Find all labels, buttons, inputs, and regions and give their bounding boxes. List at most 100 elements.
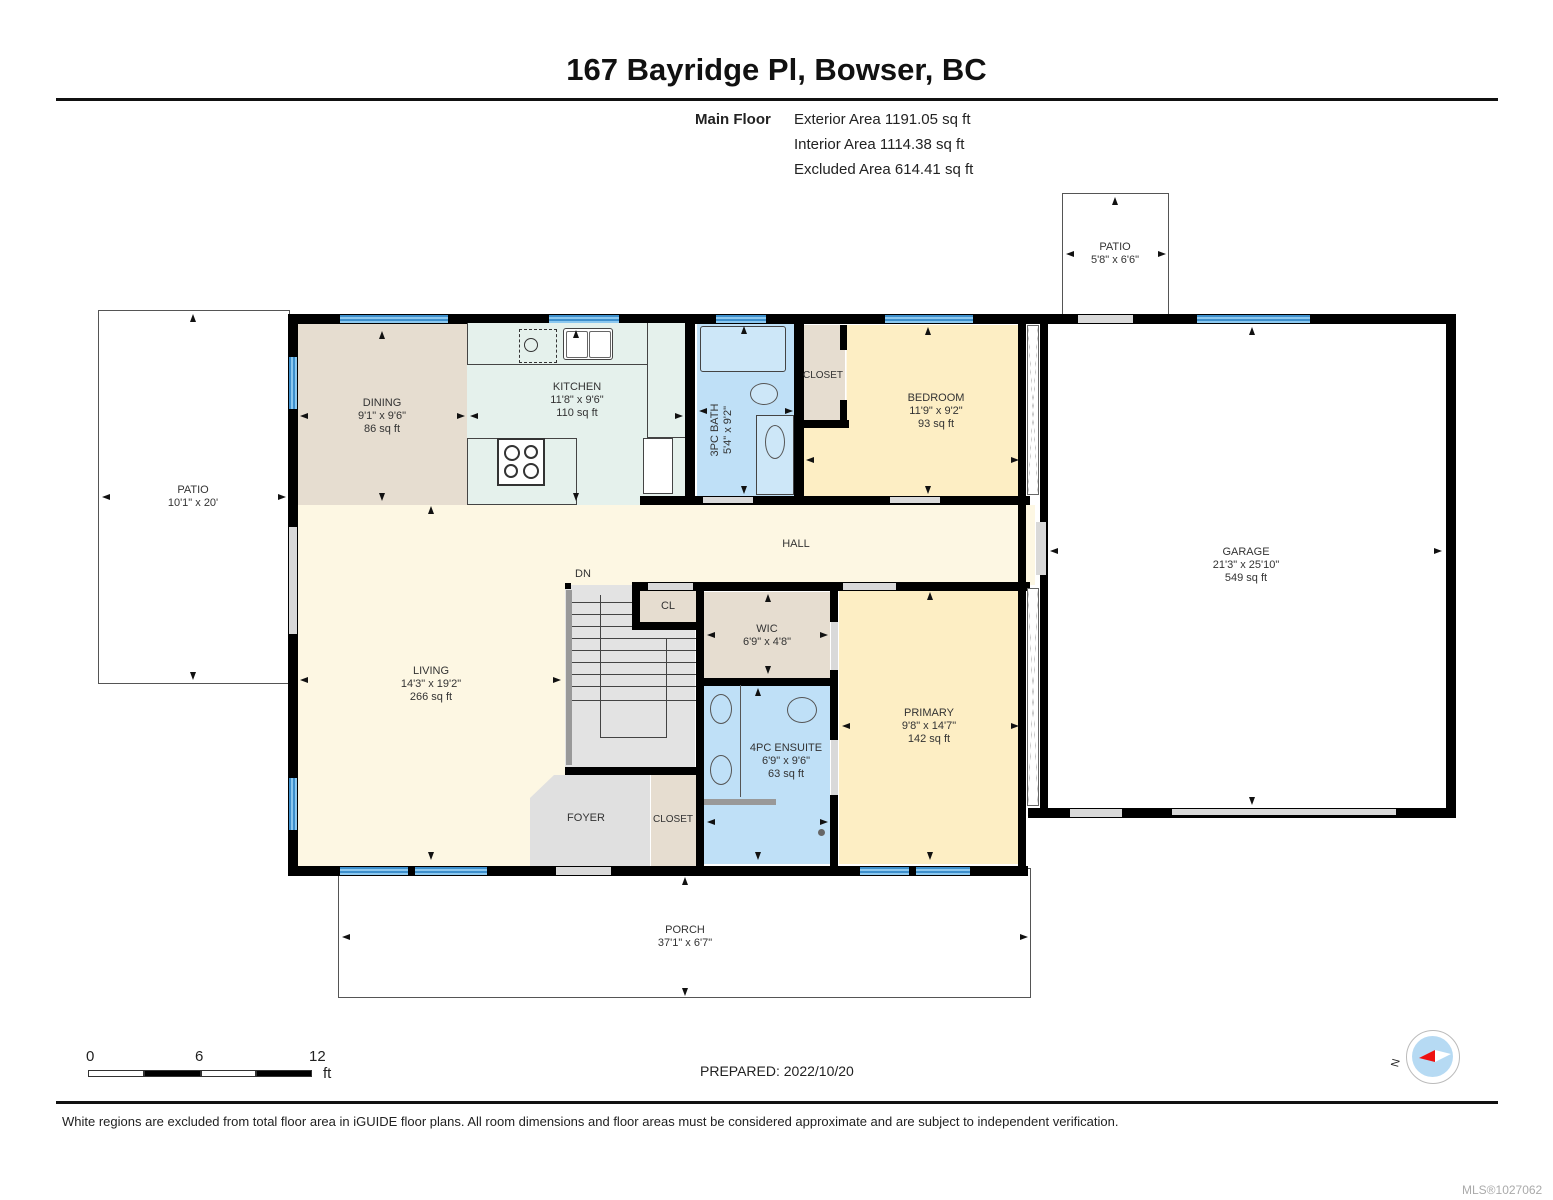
scale-unit: ft bbox=[323, 1065, 332, 1082]
door-garage-side[interactable] bbox=[1070, 809, 1122, 817]
wall-closet-side-top bbox=[840, 325, 847, 350]
toilet-icon bbox=[787, 697, 817, 723]
sink-icon bbox=[563, 328, 613, 360]
window bbox=[716, 315, 766, 323]
scale-tick-6: 6 bbox=[195, 1048, 204, 1065]
wall-south bbox=[288, 866, 1028, 876]
door-front-entry[interactable] bbox=[556, 867, 611, 875]
window bbox=[415, 867, 487, 875]
wall-wic-west bbox=[696, 582, 704, 867]
wall-wic-south bbox=[696, 678, 838, 686]
primary-closet-slider[interactable] bbox=[1027, 588, 1039, 806]
wall-bath-bedroom bbox=[794, 314, 804, 504]
window bbox=[289, 357, 297, 409]
wall-cl-west bbox=[632, 582, 640, 624]
excluded-area: Excluded Area 614.41 sq ft bbox=[794, 161, 974, 178]
foyer-label: FOYER bbox=[567, 812, 605, 824]
shower-head-icon bbox=[818, 829, 825, 836]
fridge-icon bbox=[643, 438, 673, 494]
wall-ensuite-east-mid bbox=[830, 670, 838, 740]
disclaimer: White regions are excluded from total fl… bbox=[62, 1114, 1119, 1129]
closet-foyer-label: CLOSET bbox=[652, 814, 694, 825]
wall-cl-south bbox=[632, 622, 704, 630]
scale-tick-0: 0 bbox=[86, 1048, 95, 1065]
wall-hall-north bbox=[640, 496, 1030, 505]
dishwasher-icon bbox=[519, 329, 557, 363]
closet-bedroom-label: CLOSET bbox=[802, 370, 844, 381]
door-patio-north[interactable] bbox=[1078, 315, 1133, 323]
window bbox=[340, 867, 408, 875]
house-wall-east bbox=[1018, 314, 1026, 876]
sink-icon bbox=[710, 755, 732, 785]
window bbox=[549, 315, 619, 323]
bedroom-closet-slider[interactable] bbox=[1027, 325, 1039, 495]
ensuite-vanity bbox=[704, 685, 741, 797]
window bbox=[916, 867, 970, 875]
door-bedroom[interactable] bbox=[890, 497, 940, 503]
wall-stairs-south bbox=[565, 767, 697, 775]
plan-title: 167 Bayridge Pl, Bowser, BC bbox=[566, 52, 987, 87]
hall-room bbox=[297, 505, 1035, 585]
prepared-date: PREPARED: 2022/10/20 bbox=[700, 1063, 854, 1079]
hall-label: HALL bbox=[782, 538, 810, 550]
foyer-room bbox=[530, 775, 650, 867]
kitchen-counter-right bbox=[647, 323, 685, 438]
stair-rail bbox=[566, 590, 572, 765]
door-garage-hall[interactable] bbox=[1036, 522, 1046, 575]
footer-divider bbox=[56, 1101, 1498, 1104]
door-cl[interactable] bbox=[648, 583, 693, 590]
interior-area: Interior Area 1114.38 sq ft bbox=[794, 136, 965, 153]
window bbox=[1197, 315, 1310, 323]
cl-room bbox=[640, 590, 698, 622]
exterior-area: Exterior Area 1191.05 sq ft bbox=[794, 111, 971, 128]
garage-wall-east bbox=[1446, 314, 1456, 818]
scale-bar bbox=[88, 1070, 312, 1077]
wall-kitchen-bath bbox=[685, 314, 695, 504]
primary-room bbox=[839, 590, 1021, 864]
window bbox=[340, 315, 448, 323]
living-room bbox=[297, 585, 565, 867]
scale-tick-12: 12 bbox=[309, 1048, 326, 1065]
wall-wic-east-top bbox=[830, 582, 838, 622]
toilet-icon bbox=[750, 383, 778, 405]
window bbox=[860, 867, 909, 875]
closet-bedroom-room bbox=[803, 325, 845, 422]
wall-closet-side-bottom bbox=[840, 400, 847, 425]
wall-closet-bottom bbox=[804, 420, 849, 428]
sliding-door-patio[interactable] bbox=[289, 527, 297, 634]
shower-wall bbox=[704, 799, 776, 805]
cl-label: CL bbox=[660, 600, 676, 612]
floor-label: Main Floor bbox=[695, 111, 771, 128]
sink-icon bbox=[710, 694, 732, 724]
dining-room bbox=[297, 323, 467, 505]
door-ensuite[interactable] bbox=[831, 740, 838, 795]
door-wic[interactable] bbox=[831, 622, 838, 670]
wic-room bbox=[704, 592, 830, 678]
compass-icon bbox=[1406, 1030, 1460, 1084]
sink-icon bbox=[765, 425, 785, 459]
closet-foyer-room bbox=[651, 775, 696, 867]
window bbox=[885, 315, 973, 323]
garage-door[interactable] bbox=[1172, 809, 1396, 815]
door-primary[interactable] bbox=[843, 583, 896, 590]
door-bath3pc[interactable] bbox=[703, 497, 753, 503]
wall-stair-post bbox=[565, 583, 571, 589]
header-divider bbox=[56, 98, 1498, 101]
window bbox=[289, 778, 297, 830]
stairs-down-label: DN bbox=[575, 568, 591, 580]
cooktop-icon bbox=[497, 438, 545, 486]
patio-north-area bbox=[1062, 193, 1169, 321]
